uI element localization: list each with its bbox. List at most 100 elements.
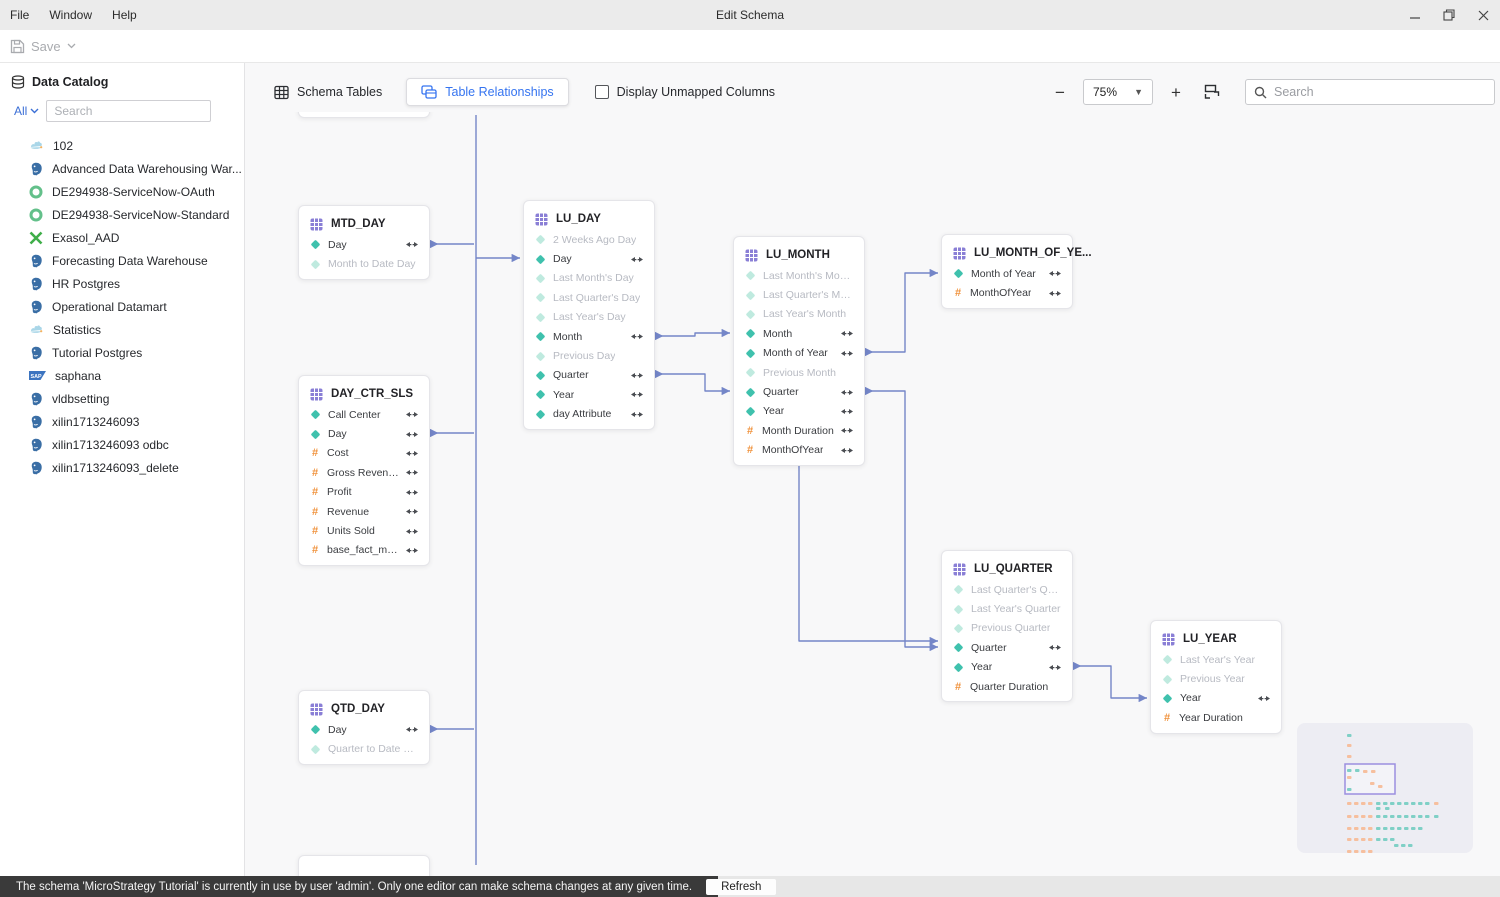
display-unmapped-toggle[interactable]: Display Unmapped Columns: [594, 85, 775, 99]
relationship-icon[interactable]: [631, 391, 643, 398]
auto-layout-button[interactable]: [1199, 78, 1225, 106]
relationship-icon[interactable]: [841, 350, 853, 357]
sidebar-item-xilin1713246093-odbc[interactable]: xilin1713246093 odbc: [0, 433, 244, 456]
column-row[interactable]: Quarter to Date Day: [299, 739, 429, 758]
relationship-icon[interactable]: [631, 333, 643, 340]
column-row[interactable]: #Quarter Duration: [942, 677, 1072, 696]
column-row[interactable]: #Gross Revenue: [299, 463, 429, 482]
column-row[interactable]: Last Year's Year: [1151, 650, 1281, 669]
table-node-lu-month-of-ye[interactable]: LU_MONTH_OF_YE...Month of Year#MonthOfYe…: [941, 234, 1092, 309]
column-row[interactable]: Last Quarter's Day: [524, 288, 654, 307]
table-name[interactable]: LU_MONTH_OF_YE...: [942, 242, 1092, 264]
relationship-icon[interactable]: [406, 241, 418, 248]
schema-tables-button[interactable]: Schema Tables: [268, 78, 388, 106]
relationship-icon[interactable]: [406, 450, 418, 457]
sidebar-search-input[interactable]: [46, 100, 212, 122]
menu-help[interactable]: Help: [112, 8, 137, 22]
column-row[interactable]: Call Center: [299, 405, 429, 424]
column-row[interactable]: Quarter: [734, 382, 864, 401]
save-button[interactable]: Save: [10, 39, 76, 54]
relationship-icon[interactable]: [406, 547, 418, 554]
relationship-icon[interactable]: [841, 389, 853, 396]
column-row[interactable]: #Year Duration: [1151, 708, 1281, 727]
close-button[interactable]: [1466, 0, 1500, 30]
relationship-icon[interactable]: [406, 411, 418, 418]
column-row[interactable]: Month to Date Day: [299, 254, 429, 273]
relationship-icon[interactable]: [406, 489, 418, 496]
column-row[interactable]: Quarter: [524, 366, 654, 385]
table-name[interactable]: DAY_CTR_SLS: [299, 383, 429, 405]
column-row[interactable]: Last Year's Quarter: [942, 599, 1072, 618]
zoom-in-button[interactable]: +: [1167, 84, 1185, 101]
relationship-icon[interactable]: [841, 330, 853, 337]
column-row[interactable]: #MonthOfYear: [734, 441, 864, 460]
zoom-out-button[interactable]: −: [1051, 84, 1069, 101]
minimap[interactable]: [1297, 723, 1473, 853]
column-row[interactable]: Last Month's Day: [524, 269, 654, 288]
relationship-icon[interactable]: [1258, 695, 1270, 702]
filter-all-dropdown[interactable]: All: [14, 104, 39, 118]
column-row[interactable]: Month of Year: [942, 264, 1072, 283]
menu-window[interactable]: Window: [49, 8, 93, 22]
table-node-partial-top[interactable]: [298, 112, 430, 118]
column-row[interactable]: Last Year's Month: [734, 305, 864, 324]
sidebar-item-advanced-data-warehousing-war[interactable]: Advanced Data Warehousing War...: [0, 157, 244, 180]
table-node-partial-bottom[interactable]: [298, 855, 430, 876]
relationship-icon[interactable]: [406, 431, 418, 438]
sidebar-item-xilin1713246093[interactable]: xilin1713246093: [0, 410, 244, 433]
sidebar-item-tutorial-postgres[interactable]: Tutorial Postgres: [0, 341, 244, 364]
column-row[interactable]: Day: [524, 249, 654, 268]
display-unmapped-checkbox[interactable]: [594, 85, 609, 99]
relationship-icon[interactable]: [406, 469, 418, 476]
column-row[interactable]: Previous Month: [734, 363, 864, 382]
column-row[interactable]: Year: [1151, 689, 1281, 708]
column-row[interactable]: Month: [734, 324, 864, 343]
sidebar-item-de294938-servicenow-oauth[interactable]: DE294938-ServiceNow-OAuth: [0, 180, 244, 203]
relationship-icon[interactable]: [1049, 290, 1061, 297]
column-row[interactable]: Day: [299, 424, 429, 443]
column-row[interactable]: Day: [299, 235, 429, 254]
column-row[interactable]: #Profit: [299, 483, 429, 502]
column-row[interactable]: Last Quarter's Month: [734, 285, 864, 304]
column-row[interactable]: Quarter: [942, 638, 1072, 657]
relationship-icon[interactable]: [1049, 270, 1061, 277]
column-row[interactable]: Previous Day: [524, 346, 654, 365]
relationship-icon[interactable]: [1049, 664, 1061, 671]
sidebar-item-exasol-aad[interactable]: Exasol_AAD: [0, 226, 244, 249]
relationship-icon[interactable]: [631, 372, 643, 379]
column-row[interactable]: Year: [942, 658, 1072, 677]
column-row[interactable]: Day: [299, 720, 429, 739]
column-row[interactable]: #Month Duration: [734, 421, 864, 440]
relationship-icon[interactable]: [841, 447, 853, 454]
column-row[interactable]: Month: [524, 327, 654, 346]
column-row[interactable]: #base_fact_metric: [299, 541, 429, 560]
table-name[interactable]: LU_YEAR: [1151, 628, 1281, 650]
column-row[interactable]: 2 Weeks Ago Day: [524, 230, 654, 249]
column-row[interactable]: #MonthOfYear: [942, 283, 1072, 302]
sidebar-item-forecasting-data-warehouse[interactable]: Forecasting Data Warehouse: [0, 249, 244, 272]
table-name[interactable]: QTD_DAY: [299, 698, 429, 720]
restore-button[interactable]: [1432, 0, 1466, 30]
sidebar-item-vldbsetting[interactable]: vldbsetting: [0, 387, 244, 410]
relationship-icon[interactable]: [406, 508, 418, 515]
relationship-icon[interactable]: [841, 408, 853, 415]
column-row[interactable]: #Revenue: [299, 502, 429, 521]
column-row[interactable]: #Units Sold: [299, 521, 429, 540]
sidebar-item-operational-datamart[interactable]: Operational Datamart: [0, 295, 244, 318]
column-row[interactable]: day Attribute: [524, 405, 654, 424]
column-row[interactable]: Previous Year: [1151, 669, 1281, 688]
relationship-icon[interactable]: [841, 427, 853, 434]
sidebar-item-xilin1713246093-delete[interactable]: xilin1713246093_delete: [0, 456, 244, 479]
table-name[interactable]: MTD_DAY: [299, 213, 429, 235]
table-relationships-button[interactable]: Table Relationships: [406, 78, 569, 106]
sidebar-item-hr-postgres[interactable]: HR Postgres: [0, 272, 244, 295]
relationship-icon[interactable]: [406, 726, 418, 733]
zoom-level-dropdown[interactable]: 75% ▼: [1083, 79, 1153, 105]
column-row[interactable]: Last Month's Month: [734, 266, 864, 285]
